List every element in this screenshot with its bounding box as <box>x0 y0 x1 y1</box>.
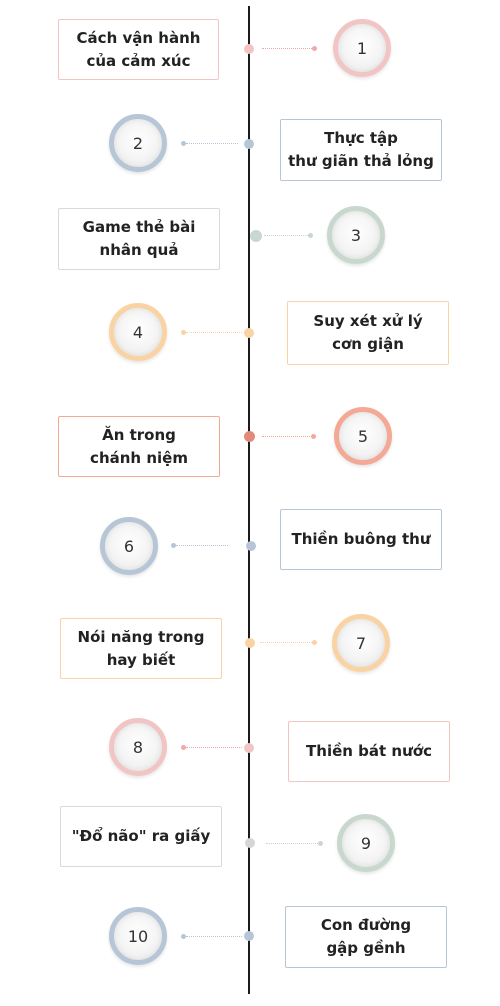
step-7-connector-end <box>312 640 317 645</box>
step-5-axis-dot <box>244 431 255 442</box>
step-8-connector <box>186 747 242 748</box>
step-8-axis-dot <box>244 743 254 753</box>
step-2-axis-dot <box>244 139 254 149</box>
step-3-number-circle: 3 <box>327 206 385 264</box>
step-4-number-circle: 4 <box>109 303 167 361</box>
step-10-connector <box>186 936 242 937</box>
step-10-connector-end <box>181 934 186 939</box>
step-7-axis-dot <box>245 638 255 648</box>
step-3-axis-dot <box>250 230 262 242</box>
step-9-connector-end <box>318 841 323 846</box>
step-4-connector-end <box>181 330 186 335</box>
step-1-axis-dot <box>244 44 254 54</box>
step-3-connector-end <box>308 233 313 238</box>
step-5-number-circle: 5 <box>334 407 392 465</box>
step-2-box: Thực tập thư giãn thả lỏng <box>280 119 442 181</box>
step-6-number-circle: 6 <box>100 517 158 575</box>
step-6-connector <box>176 545 228 546</box>
step-8-box: Thiền bát nước <box>288 721 450 782</box>
step-1-connector-end <box>312 46 317 51</box>
step-1-number-circle: 1 <box>333 19 391 77</box>
step-7-connector <box>260 642 312 643</box>
step-7-number-circle: 7 <box>332 614 390 672</box>
step-4-connector <box>186 332 242 333</box>
step-10-number-circle: 10 <box>109 907 167 965</box>
step-9-number-circle: 9 <box>337 814 395 872</box>
step-6-box: Thiền buông thư <box>280 509 442 570</box>
step-5-box: Ăn trong chánh niệm <box>58 416 220 477</box>
step-6-axis-dot <box>246 541 256 551</box>
step-3-connector <box>264 235 310 236</box>
step-2-connector-end <box>181 141 186 146</box>
step-5-connector-end <box>311 434 316 439</box>
step-3-box: Game thẻ bài nhân quả <box>58 208 220 270</box>
step-4-box: Suy xét xử lý cơn giận <box>287 301 449 365</box>
step-1-connector <box>262 48 314 49</box>
step-1-box: Cách vận hành của cảm xúc <box>58 19 219 80</box>
step-8-connector-end <box>181 745 186 750</box>
step-7-box: Nói năng trong hay biết <box>60 618 222 679</box>
step-6-connector-end <box>171 543 176 548</box>
step-10-axis-dot <box>244 931 254 941</box>
step-4-axis-dot <box>244 328 254 338</box>
step-2-number-circle: 2 <box>109 114 167 172</box>
step-9-connector <box>266 843 318 844</box>
step-9-axis-dot <box>245 838 255 848</box>
step-5-connector <box>262 436 312 437</box>
timeline-axis <box>248 6 250 994</box>
step-10-box: Con đường gập gềnh <box>285 906 447 968</box>
step-2-connector <box>186 143 238 144</box>
step-8-number-circle: 8 <box>109 718 167 776</box>
step-9-box: "Đổ não" ra giấy <box>60 806 222 867</box>
